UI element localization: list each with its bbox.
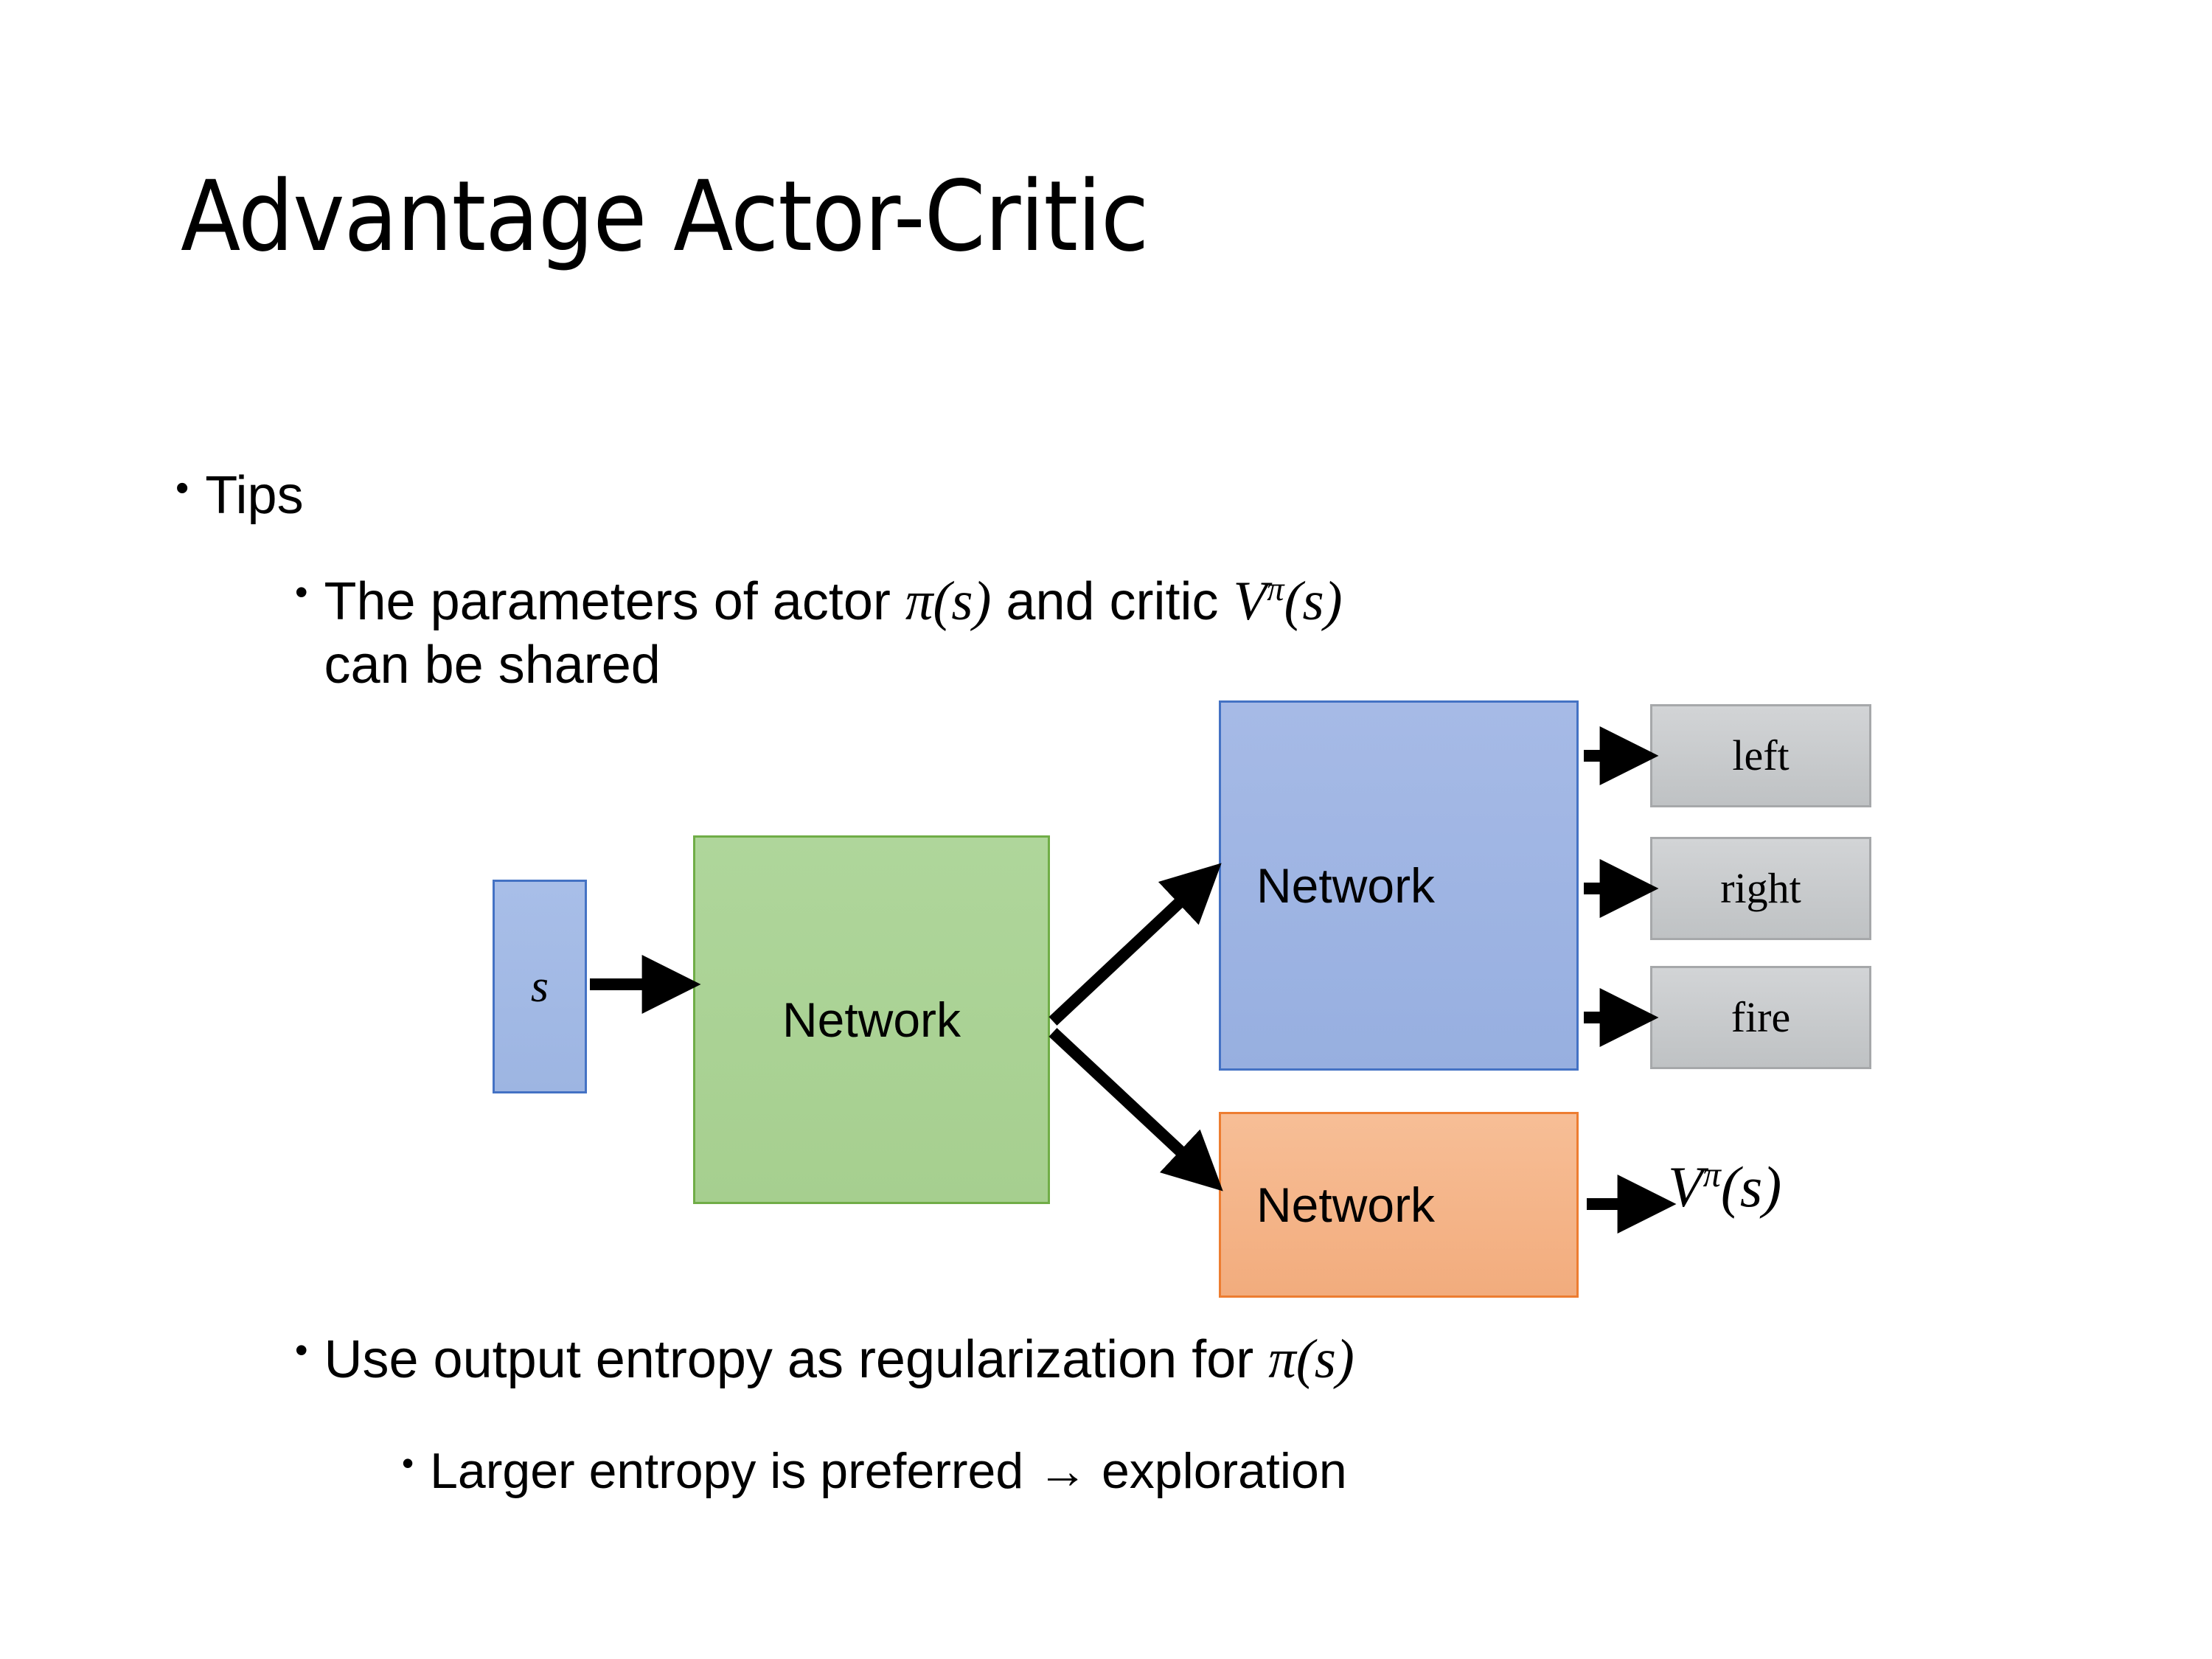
action-right-label: right: [1720, 864, 1801, 912]
page-title: Advantage Actor-Critic: [181, 160, 1149, 274]
text-run-prefix: The parameters of actor: [324, 572, 905, 631]
text-run-suffix: can be shared: [324, 636, 661, 695]
action-fire-label: fire: [1731, 993, 1791, 1041]
math-pi-of-s: π(s): [905, 571, 992, 632]
diagram-node-action-left: left: [1650, 704, 1871, 807]
bullet-marker-icon: •: [402, 1444, 414, 1482]
bullet-marker-icon: •: [295, 1329, 308, 1371]
bullet-larger-entropy-label: Larger entropy is preferred → exploratio…: [430, 1443, 1347, 1499]
shared-network-label: Network: [782, 992, 961, 1047]
text-run-prefix: Use output entropy as regularization for: [324, 1330, 1269, 1389]
bullet-marker-icon: •: [295, 571, 308, 613]
bullet-shared-parameters-label: The parameters of actor π(s) and critic …: [324, 569, 1762, 697]
diagram-node-critic-network: Network: [1219, 1112, 1579, 1298]
bullet-entropy-regularization-label: Use output entropy as regularization for…: [324, 1327, 1354, 1392]
bullet-tips-label: Tips: [205, 466, 304, 525]
math-pi-of-s: π(s): [1268, 1329, 1354, 1390]
diagram-node-action-fire: fire: [1650, 966, 1871, 1069]
bullet-marker-icon: •: [175, 467, 189, 509]
critic-network-label: Network: [1256, 1178, 1436, 1232]
arrow-shared-to-actor: [1048, 863, 1222, 1026]
diagram-node-actor-network: Network: [1219, 700, 1579, 1071]
diagram-node-state-input: s: [493, 880, 587, 1093]
diagram-node-shared-network: Network: [693, 835, 1050, 1204]
text-run-middle: and critic: [991, 572, 1234, 631]
math-v-pi-of-s: Vπ(s): [1233, 571, 1343, 632]
diagram-node-value-output: Vπ(s): [1668, 1155, 1782, 1219]
action-left-label: left: [1732, 731, 1790, 779]
bullet-tips: • Tips: [175, 465, 304, 527]
bullet-shared-parameters: • The parameters of actor π(s) and criti…: [295, 569, 1762, 697]
bullet-larger-entropy: • Larger entropy is preferred → explorat…: [402, 1441, 1347, 1500]
actor-network-label: Network: [1256, 858, 1436, 913]
diagram-node-action-right: right: [1650, 837, 1871, 940]
state-input-label: s: [530, 961, 549, 1012]
bullet-entropy-regularization: • Use output entropy as regularization f…: [295, 1327, 1354, 1392]
arrow-shared-to-critic: [1048, 1028, 1223, 1192]
